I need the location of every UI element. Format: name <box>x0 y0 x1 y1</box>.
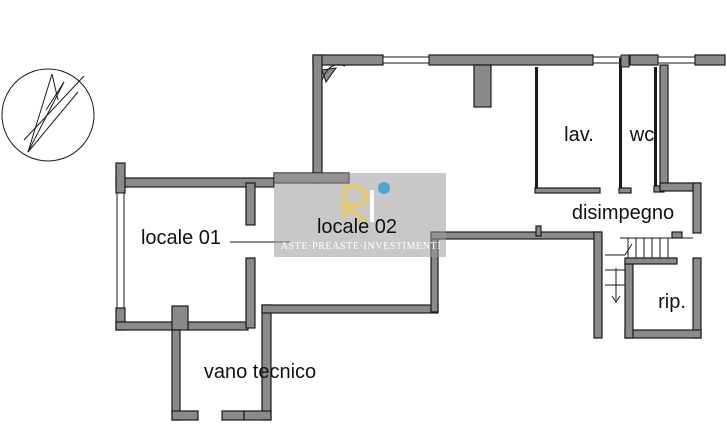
watermark-logo-icon <box>339 182 390 224</box>
walls <box>115 54 726 421</box>
room-label-locale-01: locale 01 <box>141 227 221 249</box>
room-label-disimpegno: disimpegno <box>572 202 674 224</box>
room-label-lav: lav. <box>564 124 594 146</box>
watermark: ASTE·PREASTE·INVESTIMENTI <box>274 173 446 257</box>
north-arrow-icon <box>1 68 95 162</box>
room-label-rip: rip. <box>658 291 686 313</box>
watermark-text: ASTE·PREASTE·INVESTIMENTI <box>281 241 442 252</box>
staircase <box>605 237 693 303</box>
room-label-locale-02: locale 02 <box>317 216 397 238</box>
room-label-vano-tecnico: vano tecnico <box>204 361 316 383</box>
door-swing <box>321 64 346 84</box>
room-label-wc: wc <box>629 124 654 146</box>
